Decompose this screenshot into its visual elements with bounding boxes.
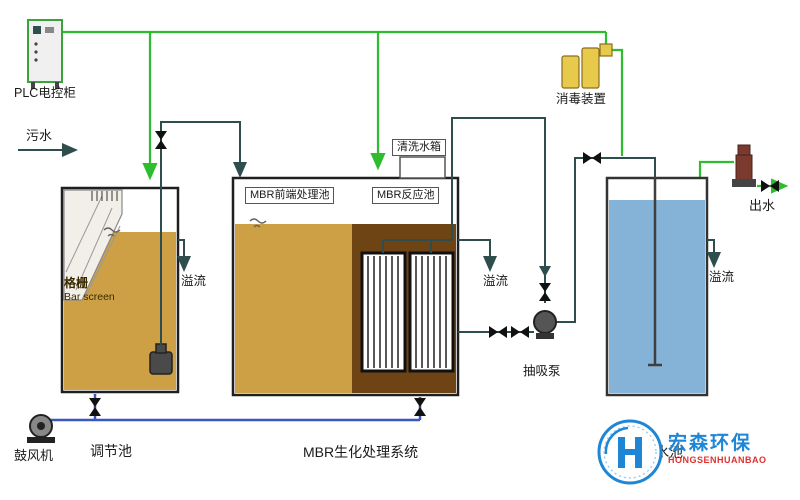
label-disinfection: 消毒装置 — [556, 92, 607, 106]
label-regulating-tank: 调节池 — [90, 443, 132, 459]
company-logo-icon — [597, 419, 663, 485]
cleaning-water-tank — [399, 156, 446, 179]
membrane-module-icon — [360, 251, 455, 373]
mbr-tank — [231, 176, 460, 397]
label-bar-screen: 格栅 Bar screen — [64, 276, 115, 303]
label-suction-pump: 抽吸泵 — [523, 364, 561, 378]
valve-icon — [89, 398, 101, 416]
label-sewage: 污水 — [26, 128, 53, 143]
plc-cabinet — [27, 19, 63, 89]
valve-icon — [511, 326, 529, 338]
label-plc: PLC电控柜 — [14, 86, 76, 100]
bar-screen-icon — [63, 189, 123, 301]
valve-icon — [155, 131, 167, 149]
label-blower: 鼓风机 — [14, 448, 54, 463]
disinfection-device-icon — [561, 43, 613, 89]
valve-icon — [489, 326, 507, 338]
label-overflow-mid: 溢流 — [483, 274, 509, 288]
logo-name-cn: 宏森环保 — [668, 433, 753, 454]
blower-icon — [27, 414, 55, 443]
suction-pump-icon — [533, 310, 557, 339]
valve-icon — [414, 398, 426, 416]
label-overflow-right: 溢流 — [709, 270, 735, 284]
label-cleaning-tank: 清洗水箱 — [392, 139, 446, 156]
label-bar-screen-cn: 格栅 — [64, 276, 89, 290]
dip-tube — [648, 178, 662, 367]
label-bar-screen-en: Bar screen — [64, 290, 115, 303]
clear-water-tank — [605, 176, 709, 397]
green-pipes — [62, 30, 789, 194]
logo-name-en: HONGSENHUANBAO — [668, 455, 767, 465]
label-mbr-reactor: MBR反应池 — [372, 187, 440, 204]
label-mbr-front: MBR前端处理池 — [245, 187, 335, 204]
regulating-tank — [60, 186, 180, 394]
label-overflow-left: 溢流 — [181, 274, 207, 288]
outlet-pump-icon — [732, 144, 756, 187]
label-outlet: 出水 — [749, 198, 776, 213]
label-mbr-system: MBR生化处理系统 — [303, 444, 419, 460]
valve-icon — [761, 180, 779, 192]
valve-icon — [583, 152, 601, 164]
aeration-pipes — [50, 394, 422, 422]
valve-icon — [539, 283, 551, 301]
